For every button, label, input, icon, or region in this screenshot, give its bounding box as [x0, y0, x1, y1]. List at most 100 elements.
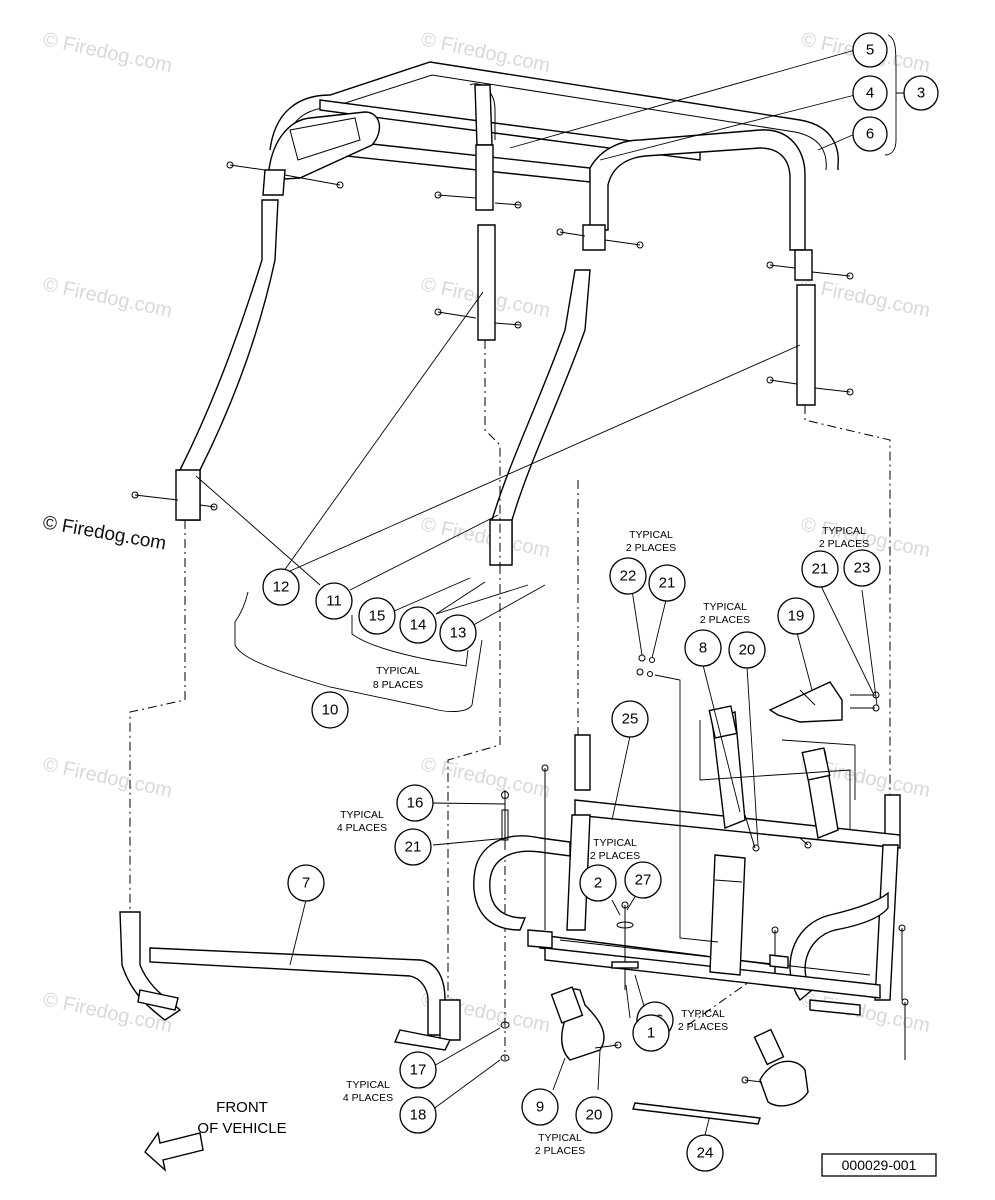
front-lower-bar: [119, 911, 461, 1051]
note-typical: TYPICAL: [822, 525, 866, 537]
svg-text:10: 10: [322, 702, 339, 719]
svg-text:15: 15: [369, 608, 386, 625]
svg-text:5: 5: [866, 42, 874, 59]
callout-8: 8: [684, 629, 722, 667]
svg-text:21: 21: [812, 561, 829, 578]
callout-11: 11: [315, 582, 353, 620]
washers-17-18: [500, 1021, 510, 1062]
svg-text:23: 23: [854, 560, 871, 577]
svg-text:21: 21: [659, 575, 676, 592]
svg-text:20: 20: [739, 642, 756, 659]
callout-21: 21: [648, 564, 686, 602]
typical-notes: TYPICAL 2 PLACES TYPICAL 2 PLACES TYPICA…: [337, 525, 869, 1157]
note-places: 2 PLACES: [819, 538, 869, 550]
front-of-vehicle-indicator: FRONT OF VEHICLE: [144, 1099, 287, 1172]
callout-13: 13: [439, 614, 477, 652]
note-places: 4 PLACES: [343, 1092, 393, 1104]
svg-text:20: 20: [586, 1107, 603, 1124]
note-typical: TYPICAL: [346, 1079, 390, 1091]
callout-1: 1: [632, 1014, 670, 1052]
note-places: 2 PLACES: [535, 1145, 585, 1157]
note-typical: TYPICAL: [681, 1008, 725, 1020]
note-places: 4 PLACES: [337, 822, 387, 834]
callout-15: 15: [358, 597, 396, 635]
svg-text:11: 11: [326, 593, 342, 610]
watermark: © Firedog.com: [41, 753, 174, 802]
callout-circles: 5 4 3 6 12 11 15 14 13 10 22 21 8 20 19 …: [262, 32, 939, 1172]
svg-text:14: 14: [410, 617, 427, 634]
callout-12: 12: [262, 568, 300, 606]
diagram-code: 000029-001: [842, 1157, 917, 1173]
callout-14: 14: [399, 606, 437, 644]
note-typical: TYPICAL: [340, 809, 384, 821]
callout-24: 24: [686, 1134, 724, 1172]
note-typical: TYPICAL: [538, 1132, 582, 1144]
seat-belt-parts: [550, 705, 851, 1107]
svg-text:3: 3: [917, 85, 925, 102]
svg-text:8: 8: [699, 640, 707, 657]
svg-text:17: 17: [410, 1062, 427, 1079]
watermark: © Firedog.com: [419, 513, 552, 562]
watermark: © Firedog.com: [41, 273, 174, 322]
callout-5: 5: [852, 32, 888, 68]
front-arrow-icon: [144, 1131, 204, 1172]
note-places: 2 PLACES: [590, 850, 640, 862]
svg-text:18: 18: [410, 1107, 427, 1124]
watermark-main: © Firedog.com: [41, 512, 168, 554]
svg-text:2: 2: [594, 875, 602, 892]
svg-text:7: 7: [302, 875, 310, 892]
rear-right-pillar: [766, 261, 854, 406]
callout-2: 2: [579, 864, 617, 902]
svg-text:27: 27: [635, 872, 652, 889]
svg-text:19: 19: [788, 608, 805, 625]
callout-25: 25: [611, 700, 649, 738]
callout-6: 6: [852, 116, 888, 152]
note-places: 2 PLACES: [700, 614, 750, 626]
svg-text:22: 22: [620, 568, 637, 585]
washers-22-21: [636, 654, 719, 943]
note-typical: TYPICAL: [703, 601, 747, 613]
note-places: 8 PLACES: [373, 679, 423, 691]
svg-text:16: 16: [407, 795, 424, 812]
note-typical: TYPICAL: [593, 837, 637, 849]
front-left-pillar: [131, 161, 344, 521]
svg-text:6: 6: [866, 126, 874, 143]
callout-19: 19: [777, 597, 815, 635]
svg-text:4: 4: [866, 85, 874, 102]
leader-lines: [195, 34, 904, 1136]
center-pillar: [434, 191, 644, 566]
callout-20: 20: [575, 1096, 613, 1134]
callout-9: 9: [521, 1088, 559, 1126]
svg-text:9: 9: [536, 1099, 544, 1116]
watermark: © Firedog.com: [419, 753, 552, 802]
callout-27: 27: [624, 861, 662, 899]
svg-text:13: 13: [450, 625, 467, 642]
diagram-code-box: 000029-001: [821, 1153, 937, 1177]
svg-text:12: 12: [273, 579, 290, 596]
callout-7: 7: [287, 864, 325, 902]
roof-frame: [262, 61, 839, 281]
callout-10: 10: [311, 691, 349, 729]
svg-text:21: 21: [405, 839, 422, 856]
callout-23: 23: [843, 549, 881, 587]
callout-21: 21: [394, 828, 432, 866]
callout-16: 16: [396, 784, 434, 822]
svg-text:25: 25: [622, 711, 639, 728]
callout-22: 22: [609, 557, 647, 595]
callout-3: 3: [903, 75, 939, 111]
callout-4: 4: [852, 75, 888, 111]
callout-17: 17: [399, 1051, 437, 1089]
callout-21: 21: [801, 550, 839, 588]
part-24-strip: [632, 1102, 761, 1125]
watermark: © Firedog.com: [41, 28, 174, 77]
watermark: © Firedog.com: [799, 273, 932, 322]
note-typical: TYPICAL: [629, 529, 673, 541]
callout-20: 20: [728, 631, 766, 669]
front-label-vehicle: OF VEHICLE: [197, 1120, 286, 1137]
svg-text:24: 24: [697, 1145, 714, 1162]
front-label: FRONT: [216, 1099, 268, 1116]
svg-text:1: 1: [647, 1025, 655, 1042]
seat-bolts: [501, 764, 909, 1060]
note-typical: TYPICAL: [376, 665, 420, 677]
